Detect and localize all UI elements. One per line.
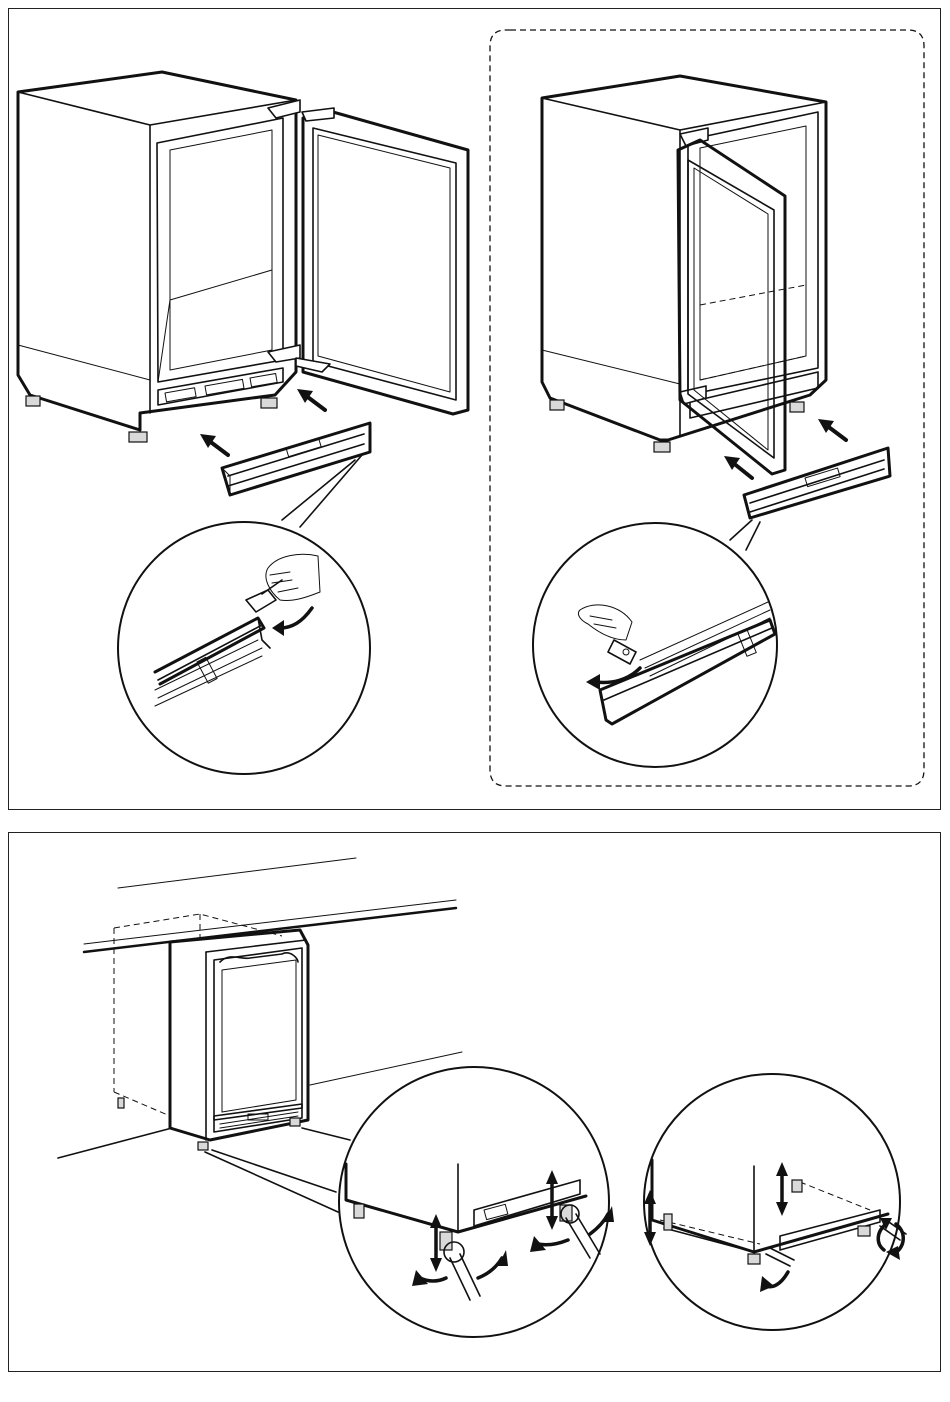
foot [26,396,277,442]
appliance-left-hinged [18,72,468,442]
curved-arrow-icon [272,608,312,636]
appliance-right-hinged [542,76,826,474]
screwdriver-icon [608,640,636,664]
curved-arrow-icon [586,668,640,690]
hand-icon [578,605,632,640]
door-open [303,112,468,414]
detail-circle-left [118,522,370,774]
bottom-panel [8,832,941,1372]
screwdriver-icon [246,580,282,612]
ventilation-grille [744,448,890,518]
hand-icon [266,554,320,600]
detail-circle-right [533,523,777,767]
ventilation-grille [222,423,370,495]
